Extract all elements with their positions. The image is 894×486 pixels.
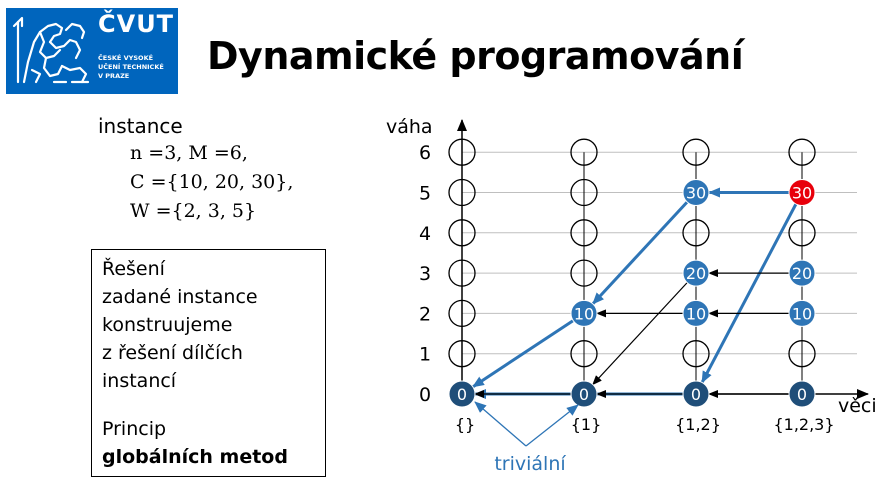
lion-emblem-icon xyxy=(12,16,90,84)
trivial-pointer xyxy=(525,404,579,447)
value-node xyxy=(682,259,710,287)
value-node xyxy=(570,299,598,327)
solution-line: Řešení xyxy=(102,258,165,280)
value-node xyxy=(788,179,816,206)
value-node xyxy=(788,299,816,327)
value-node xyxy=(682,179,710,206)
empty-nodes xyxy=(448,138,816,368)
x-tick-label: {} xyxy=(455,415,475,434)
empty-node xyxy=(448,219,476,247)
logo-sub-line: V PRAZE xyxy=(98,72,130,80)
value-node xyxy=(682,299,710,327)
solution-line: konstruujeme xyxy=(102,314,233,336)
empty-node xyxy=(570,219,598,247)
node-value-label: 10 xyxy=(686,304,706,323)
node-value-label: 0 xyxy=(691,385,701,404)
path-arrow xyxy=(472,319,574,389)
y-tick-label: 6 xyxy=(419,142,431,164)
y-tick-label: 3 xyxy=(419,263,431,285)
principle-label: Princip xyxy=(102,418,167,440)
node-value-label: 0 xyxy=(457,385,467,404)
empty-node xyxy=(570,138,598,166)
logo-sub-line: ČESKÉ VYSOKÉ xyxy=(98,54,154,62)
path-arrow xyxy=(591,201,689,305)
node-value-label: 0 xyxy=(579,385,589,404)
y-tick-label: 4 xyxy=(419,223,431,245)
y-tick-label: 1 xyxy=(419,344,431,366)
arrows xyxy=(472,187,798,399)
node-value-label: 0 xyxy=(797,385,807,404)
axis-labels: 0 1 2 3 4 5 6 {} {1} {1,2} {1,2,3} váha věci triviáln… xyxy=(386,116,877,475)
trivial-pointer xyxy=(474,401,527,447)
empty-node xyxy=(682,340,710,368)
empty-node xyxy=(682,219,710,247)
node-value-label: 30 xyxy=(792,184,812,203)
empty-node xyxy=(788,219,816,247)
node-value-label: 30 xyxy=(686,184,706,203)
value-node xyxy=(570,380,598,408)
empty-node xyxy=(448,299,476,328)
filled-nodes: 0 0 0 0 10 10 10 20 20 30 30 xyxy=(448,179,816,408)
cvut-logo: ČVUT ČESKÉ VYSOKÉ UČENÍ TECHNICKÉ V PRAZ… xyxy=(6,8,178,94)
value-node xyxy=(448,380,476,408)
slide-title: Dynamické programování xyxy=(207,34,744,78)
empty-node xyxy=(570,340,598,368)
y-tick-label: 2 xyxy=(419,303,431,325)
instance-label: instance xyxy=(98,114,183,138)
value-node xyxy=(788,259,816,287)
x-tick-label: {1} xyxy=(571,415,602,434)
empty-node xyxy=(682,138,710,166)
instance-line: n =3, M =6, xyxy=(130,142,248,164)
x-tick-label: {1,2,3} xyxy=(773,415,834,434)
logo-sub-line: UČENÍ TECHNICKÉ xyxy=(98,63,164,71)
instance-line: C ={10, 20, 30}, xyxy=(130,171,294,193)
logo-name: ČVUT xyxy=(98,10,175,38)
principle-bold: globálních metod xyxy=(102,446,288,468)
node-value-label: 20 xyxy=(792,264,812,283)
node-value-label: 20 xyxy=(686,264,706,283)
logo-subtitle: ČESKÉ VYSOKÉ UČENÍ TECHNICKÉ V PRAZE xyxy=(98,54,164,81)
node-value-label: 10 xyxy=(792,304,812,323)
trivial-label: triviální xyxy=(494,453,566,475)
y-tick-label: 0 xyxy=(419,384,431,406)
y-axis-label: váha xyxy=(386,116,433,138)
solution-box: Řešení zadané instance konstruujeme z ře… xyxy=(91,249,326,477)
solution-line: zadané instance xyxy=(102,286,258,308)
dependency-arrow xyxy=(592,282,688,386)
path-arrow xyxy=(700,203,798,384)
empty-node xyxy=(448,178,476,207)
solution-line: z řešení dílčích xyxy=(102,342,243,364)
node-value-label: 10 xyxy=(574,304,594,323)
empty-node xyxy=(788,138,816,166)
empty-node xyxy=(448,138,476,166)
empty-node xyxy=(788,340,816,368)
x-tick-label: {1,2} xyxy=(675,415,721,434)
value-node xyxy=(788,380,816,408)
y-tick-label: 5 xyxy=(419,183,431,205)
instance-line: W ={2, 3, 5} xyxy=(130,200,257,222)
empty-node xyxy=(448,340,476,368)
solution-line: instancí xyxy=(102,370,177,392)
empty-node xyxy=(570,178,598,207)
value-node xyxy=(682,380,710,408)
x-axis-label: věci xyxy=(838,395,877,417)
empty-node xyxy=(570,259,598,287)
empty-node xyxy=(448,259,476,287)
